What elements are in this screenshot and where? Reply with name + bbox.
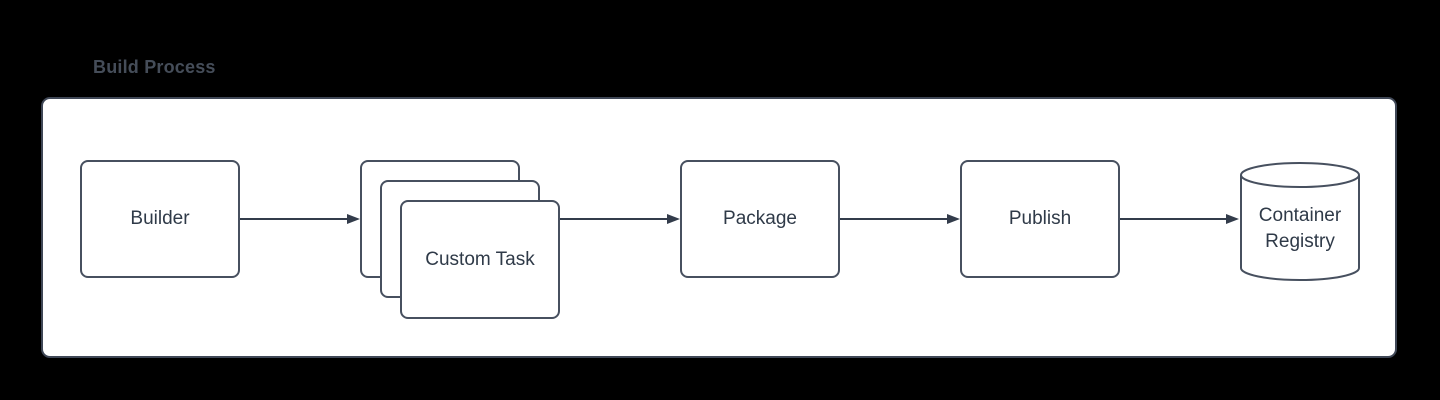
arrowhead-icon [347,214,360,224]
arrowhead-icon [947,214,960,224]
connector-publish-to-container-registry [1120,218,1226,220]
connector-custom-task-to-package [520,218,667,220]
node-custom-task: Custom Task [400,200,560,319]
cylinder-shape-icon [1240,162,1360,281]
connector-package-to-publish [840,218,947,220]
arrowhead-icon [1226,214,1239,224]
node-container-registry-label: Container Registry [1258,204,1342,252]
node-builder-label: Builder [130,208,190,229]
node-package-label: Package [723,208,797,229]
node-custom-task-label: Custom Task [425,248,535,270]
node-publish: Publish [960,160,1120,278]
arrowhead-icon [667,214,680,224]
node-package: Package [680,160,840,278]
connector-builder-to-custom-task [240,218,347,220]
diagram-title: Build Process [93,57,216,77]
node-publish-label: Publish [1008,208,1072,229]
node-builder: Builder [80,160,240,278]
node-container-registry: Container Registry [1239,161,1361,282]
